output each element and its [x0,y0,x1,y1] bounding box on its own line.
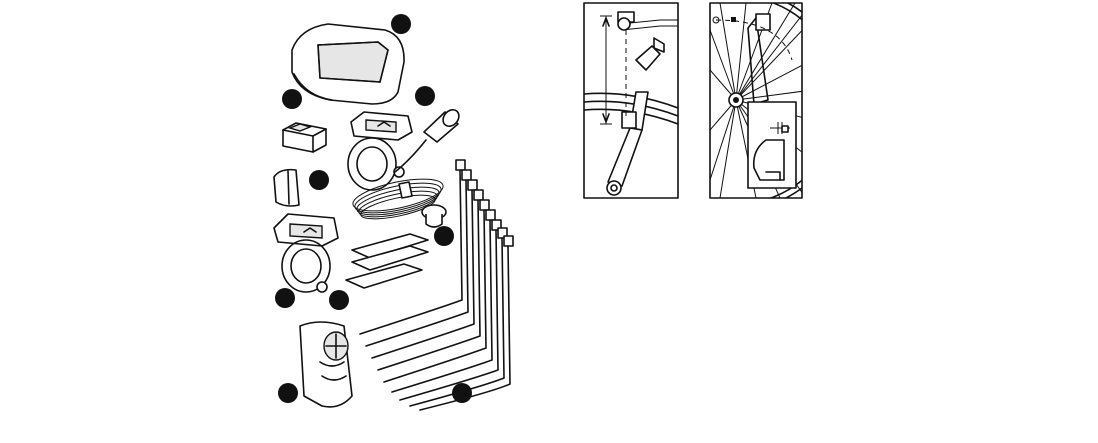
part-marker [452,383,472,403]
cable-tie [410,228,507,406]
part-marker [415,86,435,106]
battery-part [283,123,326,152]
handlebar-bracket-lower [274,214,338,292]
rubber-shim [274,170,299,206]
wheel-sensor [300,322,352,407]
parts-overview [274,14,513,410]
handlebar-bracket-upper [348,112,412,190]
fork-mounting [584,3,678,198]
part-marker [391,14,411,34]
part-marker [309,170,329,190]
part-marker [329,290,349,310]
rubber-pads [346,234,428,288]
part-marker [278,383,298,403]
part-marker [275,288,295,308]
spoke-magnet [422,205,446,227]
wheel-magnet-alignment [626,0,846,210]
computer-head-unit [292,24,404,104]
part-marker [282,89,302,109]
part-marker [434,226,454,246]
